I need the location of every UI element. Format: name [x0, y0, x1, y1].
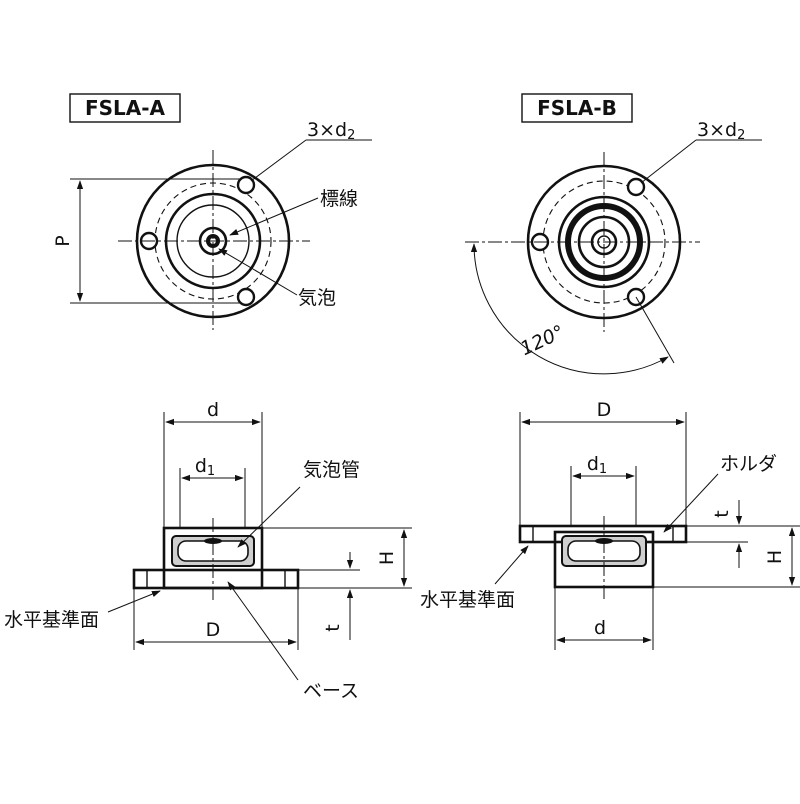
fsla-a-h-label: H [376, 551, 398, 565]
fsla-b-ref-label: 水平基準面 [420, 589, 515, 611]
fsla-b-ref-leader [494, 545, 529, 585]
fsla-a-base-flange [132, 568, 300, 590]
fsla-a-hole-label: 3×d2 [307, 119, 355, 143]
fsla-a-tube-leader [237, 486, 301, 548]
fsla-b-title: FSLA-B [537, 96, 617, 120]
fsla-b-title-box [521, 93, 633, 123]
fsla-a-hole-top [236, 175, 256, 195]
fsla-a-bubble-leader [218, 248, 298, 296]
fsla-a-hole-leader [250, 139, 307, 182]
fsla-a-hole-bottom [236, 287, 256, 307]
fsla-a-title-box [69, 93, 181, 123]
fsla-a-side-view: d d1 H t D 気泡管 [4, 399, 412, 702]
fsla-a-top-view: FSLA-A P 3×d2 標線 気泡 [52, 93, 372, 330]
fsla-b-h-label: H [764, 550, 786, 564]
fsla-a-d-label: d [207, 399, 219, 421]
fsla-b-side-view: D d1 t H d ホルダ [420, 399, 800, 650]
fsla-b-d1-label: d1 [587, 453, 607, 477]
fsla-a-base-leader [227, 581, 299, 681]
fsla-a-t-label: t [322, 624, 344, 631]
fsla-b-holder-leader [663, 473, 719, 533]
fsla-a-bubble-label: 気泡 [298, 287, 336, 309]
fsla-a-tube-label: 気泡管 [303, 459, 360, 481]
fsla-b-t-label: t [711, 510, 733, 517]
fsla-a-pitch-label: P [52, 235, 74, 246]
fsla-a-marker-label: 標線 [320, 188, 358, 210]
fsla-b-top-view: FSLA-B 120° 3×d2 [465, 93, 762, 375]
fsla-a-d1-label: d1 [195, 455, 215, 479]
fsla-a-marker-leader [229, 197, 319, 236]
fsla-b-angle-label: 120° [517, 321, 568, 360]
fsla-a-ref-label: 水平基準面 [4, 609, 99, 631]
fsla-b-d-label: d [594, 617, 606, 639]
fsla-a-base-label: ベース [303, 680, 359, 702]
fsla-b-D-label: D [597, 399, 612, 421]
fsla-b-hole-top [626, 177, 646, 197]
fsla-b-holder-label: ホルダ [720, 453, 777, 475]
fsla-b-angle-ext [635, 296, 675, 364]
fsla-a-ref-leader [107, 590, 161, 613]
fsla-b-angle-arc [470, 243, 669, 375]
fsla-b-hole-leader [640, 139, 697, 184]
fsla-a-D-label: D [206, 619, 221, 641]
fsla-b-hole-label: 3×d2 [697, 119, 745, 143]
fsla-a-title: FSLA-A [85, 96, 166, 120]
